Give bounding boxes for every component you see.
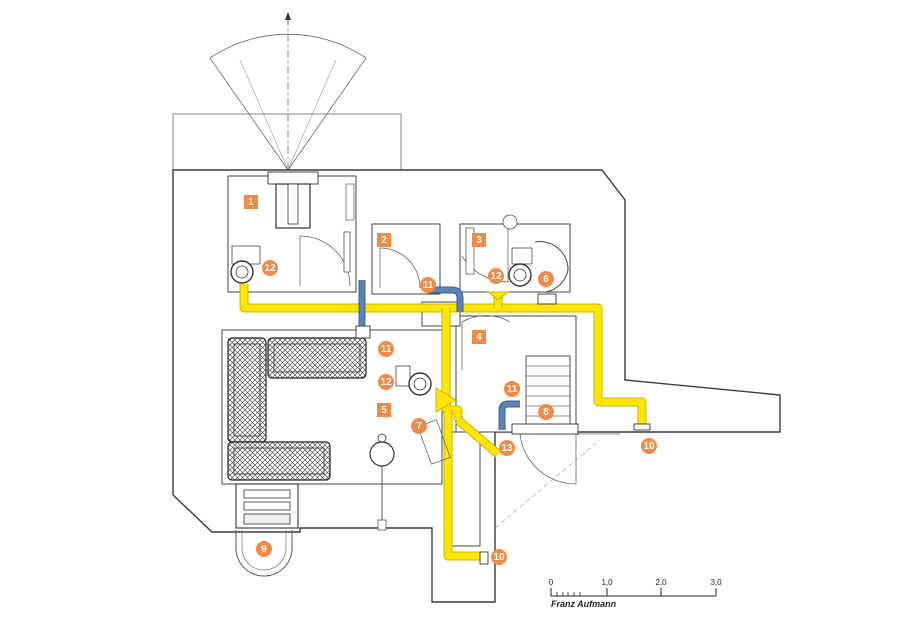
svg-text:12: 12: [264, 263, 276, 274]
svg-text:5: 5: [381, 405, 387, 416]
scale-bar: 0 1,0 2,0 3,0 Franz Aufmann: [549, 578, 722, 609]
periscope-unit: [267, 171, 355, 229]
marker-10a: 10: [641, 438, 657, 454]
door-swings: [299, 228, 620, 529]
scale-tick-2: 2,0: [655, 578, 667, 587]
marker-3: 3: [472, 233, 486, 247]
svg-text:13: 13: [501, 443, 513, 454]
svg-text:7: 7: [416, 421, 422, 432]
marker-2: 2: [377, 233, 391, 247]
svg-text:10: 10: [643, 441, 655, 452]
marker-7: 7: [411, 418, 427, 434]
marker-13: 13: [499, 440, 515, 456]
svg-text:11: 11: [507, 384, 518, 395]
svg-text:12: 12: [490, 271, 502, 282]
duct-fittings: [355, 293, 651, 565]
heater: [369, 433, 395, 531]
scale-tick-3: 3,0: [710, 578, 722, 587]
marker-11a: 11: [420, 277, 436, 293]
marker-11b: 11: [378, 341, 394, 357]
svg-text:3: 3: [476, 235, 482, 246]
svg-text:11: 11: [423, 280, 434, 291]
scale-tick-0: 0: [549, 578, 554, 587]
marker-10b: 10: [491, 549, 507, 565]
marker-6: 6: [538, 271, 554, 287]
svg-text:12: 12: [380, 377, 392, 388]
marker-5: 5: [377, 403, 391, 417]
fan-units: [230, 214, 569, 396]
bunks: [227, 337, 367, 481]
svg-text:9: 9: [261, 544, 267, 555]
marker-12a: 12: [262, 260, 278, 276]
marker-4: 4: [472, 330, 486, 344]
scale-tick-1: 1,0: [601, 578, 613, 587]
north-arrow-icon: [285, 12, 291, 20]
svg-text:10: 10: [493, 552, 505, 563]
author-credit: Franz Aufmann: [551, 599, 617, 609]
marker-9: 9: [256, 541, 272, 557]
field-of-view: [172, 12, 402, 171]
marker-12b: 12: [488, 268, 504, 284]
marker-1: 1: [244, 195, 258, 209]
svg-text:6: 6: [543, 274, 549, 285]
svg-text:2: 2: [381, 235, 387, 246]
marker-11c: 11: [504, 381, 520, 397]
marker-12c: 12: [378, 374, 394, 390]
svg-text:8: 8: [543, 407, 549, 418]
svg-text:1: 1: [248, 197, 254, 208]
svg-text:4: 4: [476, 332, 482, 343]
ventilation-ducts: [239, 284, 647, 561]
svg-text:11: 11: [381, 344, 392, 355]
cupola-outline: [172, 113, 402, 171]
room-markers: 1 2 3 4 5 6 7 8 9 10 10 11 11 11 12 12 1…: [244, 195, 657, 565]
emergency-exit: [235, 483, 299, 577]
marker-8: 8: [538, 404, 554, 420]
